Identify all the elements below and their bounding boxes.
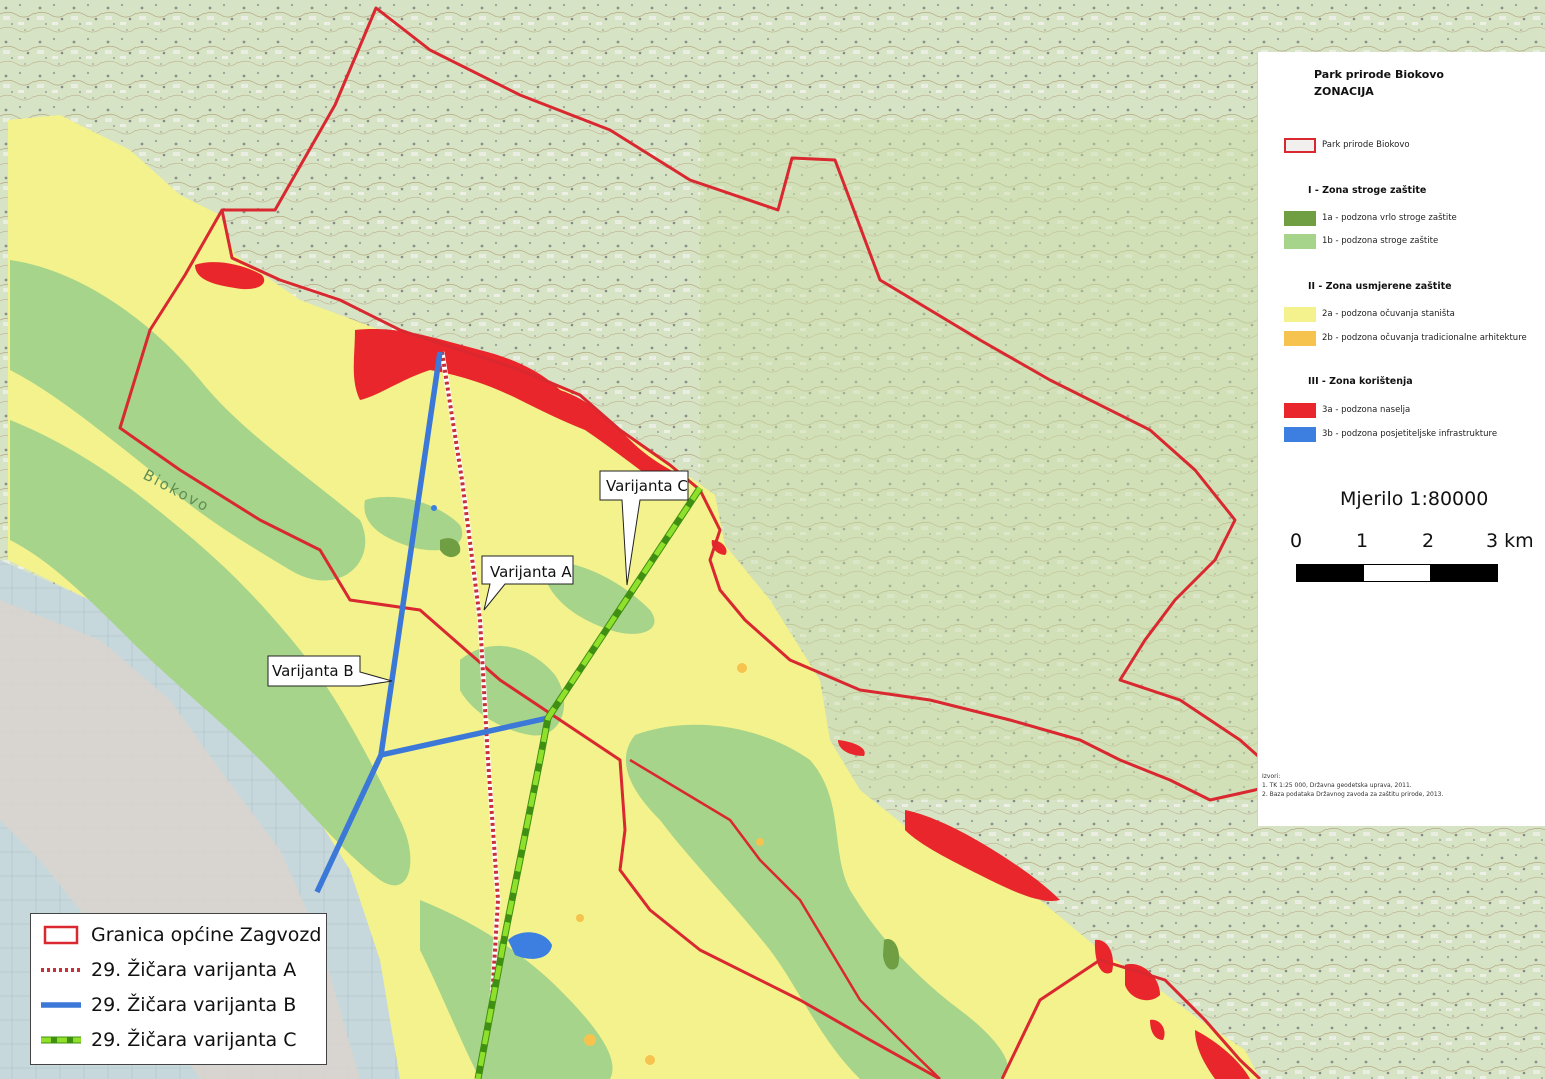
route-legend: Granica općine Zagvozd 29. Žičara varija… [30, 913, 327, 1065]
scale-bar-segment [1297, 565, 1364, 581]
zone-2a-swatch [1284, 306, 1316, 322]
zone-3b-patch [431, 505, 437, 511]
zone-3a-swatch [1284, 402, 1316, 418]
scale-bar [1296, 564, 1498, 582]
zone-3a-area [905, 810, 1060, 901]
zone-1a-area [440, 538, 461, 558]
municipality-boundary [1000, 958, 1262, 1079]
callout-varijanta-b-label: Varijanta B [272, 662, 354, 680]
scale-title: Mjerilo 1:80000 [1340, 488, 1489, 510]
legend-label-zone-2a: 2a - podzona očuvanja staništa [1322, 309, 1455, 319]
callout-varijanta-c-label: Varijanta C [606, 477, 688, 495]
zone-3a-area [838, 740, 865, 756]
zone-2b-patch [737, 663, 747, 673]
zone-3a-area [195, 262, 265, 290]
legend-header-zone-3: III - Zona korištenja [1308, 376, 1413, 387]
callout-varijanta-a-label: Varijanta A [490, 563, 572, 581]
legend-title: Park prirode Biokovo [1314, 68, 1444, 81]
legend-sources: Izvori: 1. TK 1:25 000, Državna geodetsk… [1262, 772, 1443, 799]
legend-label-zone-1b: 1b - podzona stroge zaštite [1322, 236, 1439, 246]
boundary-swatch [43, 925, 79, 945]
municipality-boundary [220, 6, 1287, 802]
route-legend-label-c: 29. Žičara varijanta C [91, 1029, 297, 1051]
legend-label-zone-3b: 3b - podzona posjetiteljske infrastruktu… [1322, 429, 1498, 439]
source-1: 1. TK 1:25 000, Državna geodetska uprava… [1262, 782, 1412, 789]
route-b-swatch [41, 1002, 81, 1008]
park-boundary [629, 758, 941, 1079]
route-legend-item-b: 29. Žičara varijanta B [39, 990, 296, 1020]
route-c-swatch [41, 1036, 81, 1044]
zone-1b-area [420, 900, 613, 1079]
scale-label-2: 2 [1422, 530, 1435, 552]
scale-bar-segment [1430, 565, 1498, 581]
route-legend-item-border: Granica općine Zagvozd [39, 920, 321, 950]
park-swatch [1284, 137, 1316, 153]
route-a-swatch [41, 968, 81, 972]
route-legend-label-border: Granica općine Zagvozd [91, 924, 322, 946]
zone-3a-area [1150, 1019, 1165, 1040]
zone-1b-swatch [1284, 233, 1316, 249]
zone-2b-patch [756, 838, 764, 846]
scale-label-3: 3 km [1486, 530, 1534, 552]
route-legend-item-c: 29. Žičara varijanta C [39, 1025, 296, 1055]
zone-2b-patch [645, 1055, 655, 1065]
legend-label-zone-1a: 1a - podzona vrlo stroge zaštite [1322, 213, 1457, 223]
legend-item-zone-2a: 2a - podzona očuvanja staništa [1284, 306, 1455, 322]
zone-1b-area [10, 260, 366, 581]
zone-3b-area [508, 932, 552, 959]
legend-label-park: Park prirode Biokovo [1322, 140, 1410, 150]
callout-varijanta-a: Varijanta A [481, 555, 574, 611]
zone-1a-area [883, 939, 900, 970]
scale-label-1: 1 [1356, 530, 1369, 552]
zone-1b-area [625, 724, 1008, 1079]
zone-1a-swatch [1284, 210, 1316, 226]
legend-item-zone-3a: 3a - podzona naselja [1284, 402, 1410, 418]
route-variant-a [440, 351, 501, 1079]
legend-item-zone-2b: 2b - podzona očuvanja tradicionalne arhi… [1284, 330, 1527, 346]
legend-subtitle: ZONACIJA [1314, 85, 1374, 98]
municipality-boundary [118, 209, 941, 1079]
sources-title: Izvori: [1262, 773, 1281, 780]
source-2: 2. Baza podataka Državnog zavoda za zašt… [1262, 791, 1444, 798]
scale-bar-segment [1363, 565, 1431, 581]
route-legend-item-a: 29. Žičara varijanta A [39, 955, 296, 985]
scale-label-0: 0 [1290, 530, 1303, 552]
zone-3a-area [1195, 1030, 1250, 1079]
zone-2b-patch [576, 914, 584, 922]
legend-label-zone-3a: 3a - podzona naselja [1322, 405, 1411, 415]
legend-item-zone-1a: 1a - podzona vrlo stroge zaštite [1284, 210, 1457, 226]
route-legend-label-a: 29. Žičara varijanta A [91, 959, 297, 981]
callout-varijanta-b: Varijanta B [267, 655, 393, 687]
legend-item-park: Park prirode Biokovo [1284, 137, 1410, 153]
zone-3a-area [1094, 939, 1114, 974]
route-variant-b-branch [380, 715, 549, 758]
zone-1b-area [10, 420, 411, 886]
callout-varijanta-c: Varijanta C [599, 470, 689, 586]
route-legend-label-b: 29. Žičara varijanta B [91, 994, 297, 1016]
zone-3a-area [1125, 964, 1160, 1001]
zone-2b-swatch [1284, 330, 1316, 346]
legend-header-zone-1: I - Zona stroge zaštite [1308, 185, 1427, 196]
legend-header-zone-2: II - Zona usmjerene zaštite [1308, 281, 1452, 292]
route-variant-c [475, 486, 703, 1079]
legend-item-zone-3b: 3b - podzona posjetiteljske infrastruktu… [1284, 426, 1497, 442]
legend-item-zone-1b: 1b - podzona stroge zaštite [1284, 233, 1438, 249]
zone-2b-patch [584, 1034, 596, 1046]
zone-3b-swatch [1284, 426, 1316, 442]
zoning-legend-panel: Park prirode Biokovo ZONACIJA Park priro… [1257, 52, 1545, 826]
legend-label-zone-2b: 2b - podzona očuvanja tradicionalne arhi… [1322, 333, 1527, 343]
